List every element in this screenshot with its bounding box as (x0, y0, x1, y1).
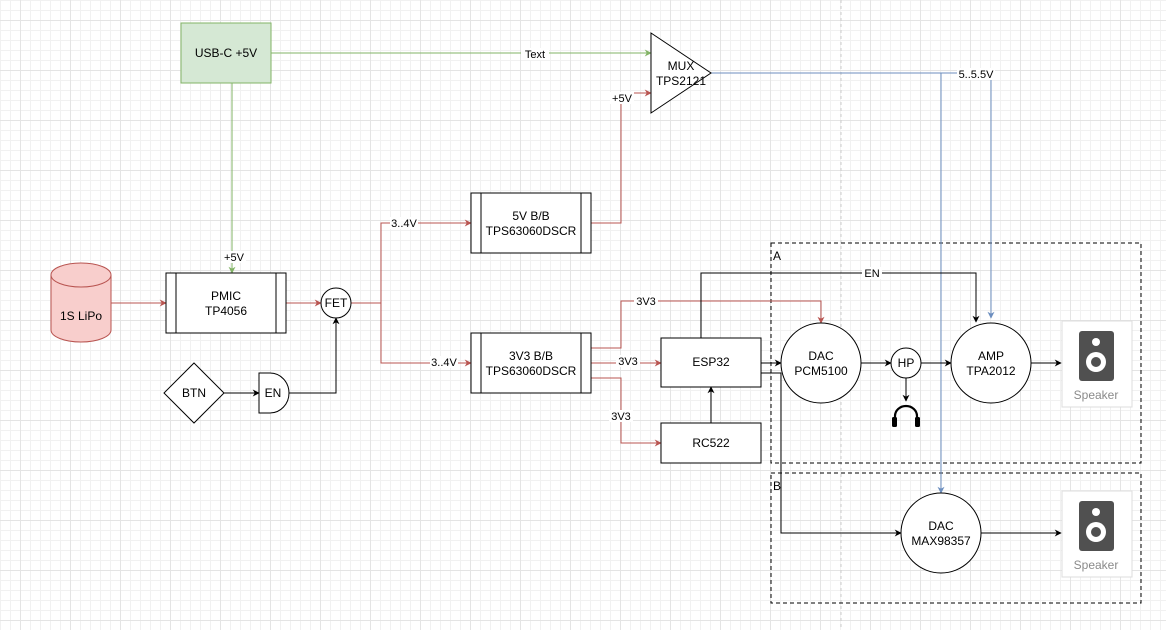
dac-b-label-1: DAC (928, 519, 954, 533)
node-rc522[interactable]: RC522 (660, 422, 762, 464)
node-speaker-b[interactable]: Speaker (1061, 490, 1133, 578)
node-speaker-a[interactable]: Speaker (1061, 320, 1133, 408)
bb33-label-2: TPS63060DSCR (486, 364, 577, 378)
amp-label-1: AMP (978, 349, 1004, 363)
en-gate-label: EN (265, 386, 282, 400)
edge-esp32-amp-en[interactable] (700, 272, 980, 338)
group-b-label: B (773, 479, 781, 493)
dac-a-label-2: PCM5100 (794, 364, 848, 378)
bb33-label-1: 3V3 B/B (509, 349, 553, 363)
usb-label: USB-C +5V (195, 46, 257, 60)
group-b-frame[interactable] (770, 472, 1142, 604)
fet-label: FET (325, 296, 348, 310)
amp-label-2: TPA2012 (966, 364, 1015, 378)
speaker-a-label: Speaker (1074, 388, 1119, 402)
speaker-icon (1079, 501, 1114, 551)
btn-label: BTN (182, 386, 206, 400)
node-usb-c[interactable]: USB-C +5V (180, 22, 272, 84)
speaker-b-label: Speaker (1074, 558, 1119, 572)
node-amp[interactable]: AMP TPA2012 (950, 322, 1032, 404)
edge-fet-bb33[interactable] (380, 303, 472, 367)
pmic-label-2: TP4056 (205, 304, 247, 318)
speaker-icon (1079, 331, 1114, 381)
edge-mux-amp[interactable] (711, 72, 995, 319)
dac-a-label-1: DAC (808, 349, 834, 363)
node-dac-a[interactable]: DAC PCM5100 (780, 322, 862, 404)
bb5-label-2: TPS63060DSCR (486, 224, 577, 238)
node-btn[interactable]: BTN (163, 362, 225, 424)
edge-bb33-dac-a[interactable] (591, 300, 825, 349)
rc522-label: RC522 (692, 436, 730, 450)
node-mux[interactable]: MUX TPS2121 (650, 32, 712, 114)
dac-b-label-2: MAX98357 (911, 534, 971, 548)
edge-label-fet-bb33: 3..4V (431, 357, 457, 369)
edge-label-mux-out: 5..5.5V (959, 69, 995, 81)
esp32-label: ESP32 (692, 355, 730, 369)
node-fet[interactable]: FET (320, 287, 352, 319)
edge-label-usb-pmic: +5V (224, 252, 245, 264)
mux-label-1: MUX (668, 59, 695, 73)
group-a-frame[interactable] (770, 242, 1142, 464)
node-pmic[interactable]: PMIC TP4056 (165, 272, 287, 334)
hp-label: HP (898, 356, 915, 370)
node-bb5[interactable]: 5V B/B TPS63060DSCR (470, 192, 592, 254)
edge-label-bb33-dac-a: 3V3 (636, 296, 656, 308)
edge-label-usb-mux: Text (525, 49, 545, 61)
edge-label-esp32-amp-en: EN (864, 268, 879, 280)
edge-label-bb33-esp32: 3V3 (618, 356, 638, 368)
node-battery[interactable]: 1S LiPo (50, 262, 112, 343)
battery-label: 1S LiPo (60, 309, 102, 323)
node-hp[interactable]: HP (890, 347, 922, 379)
group-a-label: A (773, 249, 781, 263)
node-dac-b[interactable]: DAC MAX98357 (900, 492, 982, 574)
edge-label-bb33-rc522: 3V3 (611, 411, 631, 423)
pmic-label-1: PMIC (211, 289, 241, 303)
edge-en-fet[interactable] (285, 317, 340, 394)
headphones-icon[interactable] (892, 404, 920, 427)
edge-label-bb5-mux: +5V (612, 93, 633, 105)
mux-label-2: TPS2121 (656, 74, 706, 88)
edge-esp32-dac-b[interactable] (761, 372, 902, 537)
edge-bb5-mux[interactable] (591, 89, 652, 224)
bb5-label-1: 5V B/B (512, 209, 549, 223)
node-en-gate[interactable]: EN (258, 372, 290, 414)
node-esp32[interactable]: ESP32 (660, 337, 762, 388)
node-bb33[interactable]: 3V3 B/B TPS63060DSCR (470, 332, 592, 394)
edge-label-fet-bb5: 3..4V (391, 218, 417, 230)
edge-fet-bb5[interactable] (351, 219, 472, 304)
